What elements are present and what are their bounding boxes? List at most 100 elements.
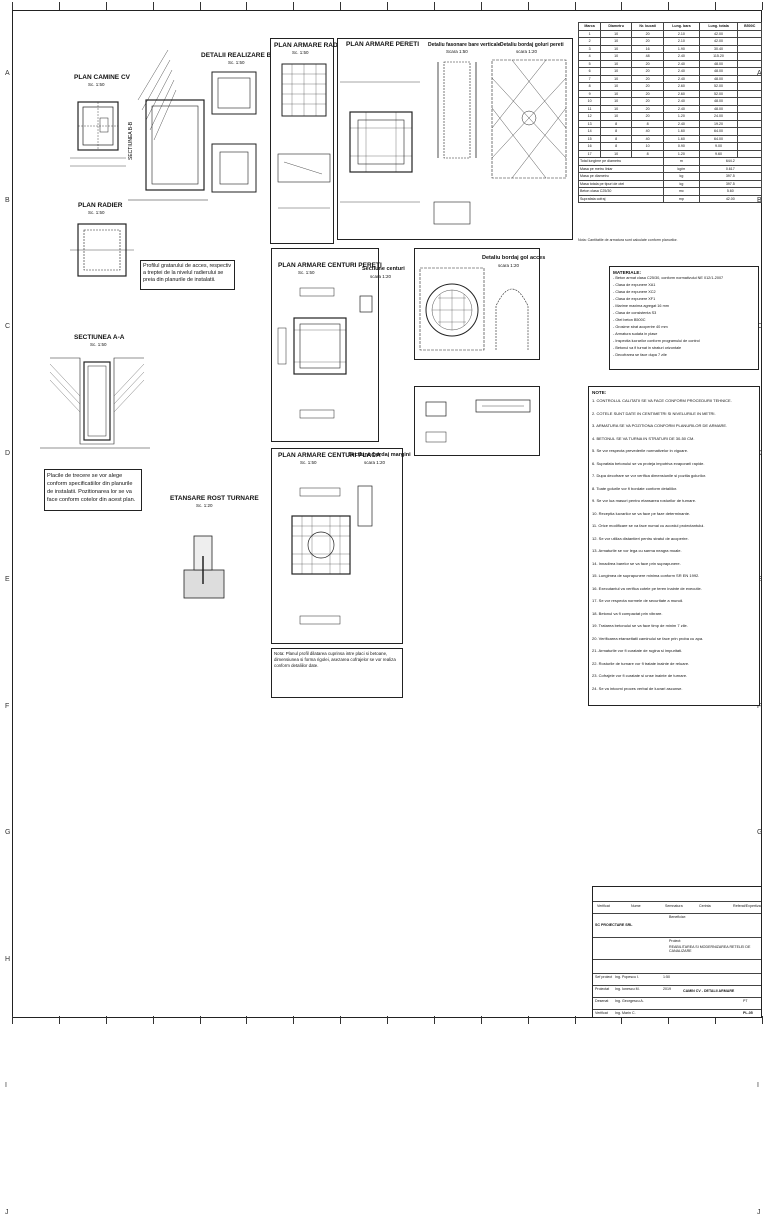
note-line: 8. Toate golurile vor fi bordate conform…: [592, 485, 678, 491]
schedule-cell: 48.00: [698, 97, 739, 106]
sectiune-bordaj-margini-title: Sectiune bordaj margini: [348, 452, 411, 458]
materiale-line: - Decofrarea se face dupa 7 zile: [613, 353, 667, 357]
schedule-total-cell: 644.2: [698, 157, 763, 166]
schedule-cell: 17: [577, 149, 602, 158]
plan-radier-scale: Sc. 1:50: [88, 210, 105, 215]
nota-placa: Nota: Planul profil dilatarea cuprinsa i…: [271, 648, 403, 698]
note-line: 14. Innadirea barelor se va face prin su…: [592, 560, 681, 566]
schedule-total-cell: 5.60: [698, 187, 763, 196]
row-label: G: [757, 829, 763, 836]
schedule-header-cell: Diametru: [600, 22, 633, 31]
note-line: 17. Se vor respecta normele de securitat…: [592, 598, 684, 603]
schedule-header-cell: B500C: [737, 22, 762, 31]
schedule-cell: 16: [577, 142, 602, 151]
schedule-cell: [737, 44, 762, 53]
title-block-person: Ing. Marin C.: [615, 1011, 636, 1015]
scari-note: Placile de trecere se vor alege conform …: [44, 469, 142, 511]
etansare-drawing: [183, 535, 225, 599]
materiale-panel: MATERIALE: - Beton armat clasa C25/30, c…: [609, 266, 759, 370]
note-line: 10. Receptia lucrarilor se va face pe fa…: [592, 510, 691, 516]
schedule-total-cell: mc: [663, 187, 700, 196]
detaliu-bordaj-scale: scara 1:20: [516, 49, 538, 54]
schedule-header-cell: Marca: [577, 22, 602, 31]
schedule-cell: 48: [631, 52, 665, 61]
armare-pereti-panel: [337, 38, 573, 240]
schedule-cell: 20: [631, 74, 665, 83]
schedule-cell: 13: [577, 119, 602, 128]
schedule-cell: 6: [577, 67, 602, 76]
schedule-cell: 20: [631, 89, 665, 98]
note-line: 24. Se va intocmi proces verbal de lucra…: [592, 685, 683, 691]
schedule-cell: 2.60: [663, 89, 700, 98]
title-block-header-cell: Referat/Expertiza: [733, 904, 761, 908]
ruler-tick: [152, 2, 154, 10]
note-line: 20. Verificarea etanseitatii caminului s…: [592, 635, 704, 641]
bordaj-gol-acces-scale: scara 1:20: [498, 263, 520, 268]
ruler-tick: [715, 1016, 717, 1024]
schedule-cell: [737, 142, 762, 151]
project-label: Proiect:: [669, 939, 682, 943]
bordaj-gol-acces-title: Detaliu bordaj gol acces: [482, 255, 546, 261]
row-label: D: [5, 449, 11, 457]
note-line: 22. Rosturile de turnare vor fi tratate …: [592, 660, 690, 666]
materiale-line: - Beton armat clasa C25/30, conform norm…: [613, 276, 724, 280]
schedule-cell: 42.00: [698, 37, 739, 46]
schedule-cell: [737, 37, 762, 46]
schedule-cell: [737, 89, 762, 98]
schedule-cell: 10: [600, 67, 633, 76]
ruler-tick: [12, 2, 13, 10]
protectie-note: Profilul gratarului de acces, respectiv …: [140, 260, 235, 290]
materiale-line: - Clasa de expunere XC2: [613, 290, 656, 294]
materiale-title: MATERIALE:: [613, 270, 641, 275]
schedule-cell: 1.60: [663, 127, 700, 136]
note-line: 13. Armaturile se vor lega cu sarma neag…: [592, 548, 682, 553]
materiale-line: - Armatura sudata in plase: [613, 332, 658, 336]
client-label: Beneficiar:: [669, 915, 686, 919]
row-label: I: [757, 1082, 759, 1089]
schedule-cell: 20: [631, 112, 665, 121]
ruler-tick: [668, 2, 670, 10]
schedule-cell: 52.00: [698, 82, 739, 91]
schedule-cell: 7: [577, 74, 602, 83]
bordaj-detalii-drawing: [425, 399, 531, 443]
ruler-tick: [293, 2, 295, 10]
schedule-total-cell: 0.617: [698, 164, 763, 173]
schedule-cell: 20: [631, 67, 665, 76]
title-block-header-cell: Nume: [631, 904, 641, 908]
armare-centuri-scale: Sc. 1:50: [298, 270, 315, 275]
ruler-tick: [715, 2, 717, 10]
schedule-cell: 10: [600, 104, 633, 113]
ruler-tick: [152, 1016, 154, 1024]
schedule-cell: 16: [631, 44, 665, 53]
armare-placa-panel: [271, 448, 403, 644]
schedule-cell: [737, 67, 762, 76]
schedule-cell: [737, 127, 762, 136]
schedule-cell: 10: [600, 29, 633, 38]
schedule-cell: 3: [577, 44, 602, 53]
schedule-cell: 9: [577, 89, 602, 98]
ruler-tick: [762, 2, 763, 10]
drawing-number: PL-05: [743, 1011, 753, 1015]
ruler-tick: [199, 2, 201, 10]
ruler-tick: [246, 2, 248, 10]
plan-camine-title: PLAN CAMINE CV: [74, 74, 130, 81]
schedule-total-cell: kg: [663, 172, 700, 181]
schedule-cell: 10: [600, 82, 633, 91]
ruler-tick: [293, 1016, 295, 1024]
sectiune-centuri-title: Sectiune centuri: [362, 266, 405, 272]
armare-centuri-drawing: [277, 287, 373, 419]
row-label: G: [5, 829, 11, 836]
title-block-person: Ing. Popescu I.: [615, 975, 639, 979]
schedule-cell: 8: [631, 119, 665, 128]
schedule-cell: 20: [631, 82, 665, 91]
ruler-tick: [433, 1016, 435, 1024]
schedule-note: Nota: Cantitatile de armatura sunt calcu…: [578, 238, 678, 242]
title-block-header-cell: Verificat: [597, 904, 610, 908]
schedule-cell: 9.00: [698, 142, 739, 151]
title-block-person: Desenat: [595, 999, 609, 1003]
armare-radier-panel: [270, 38, 334, 244]
